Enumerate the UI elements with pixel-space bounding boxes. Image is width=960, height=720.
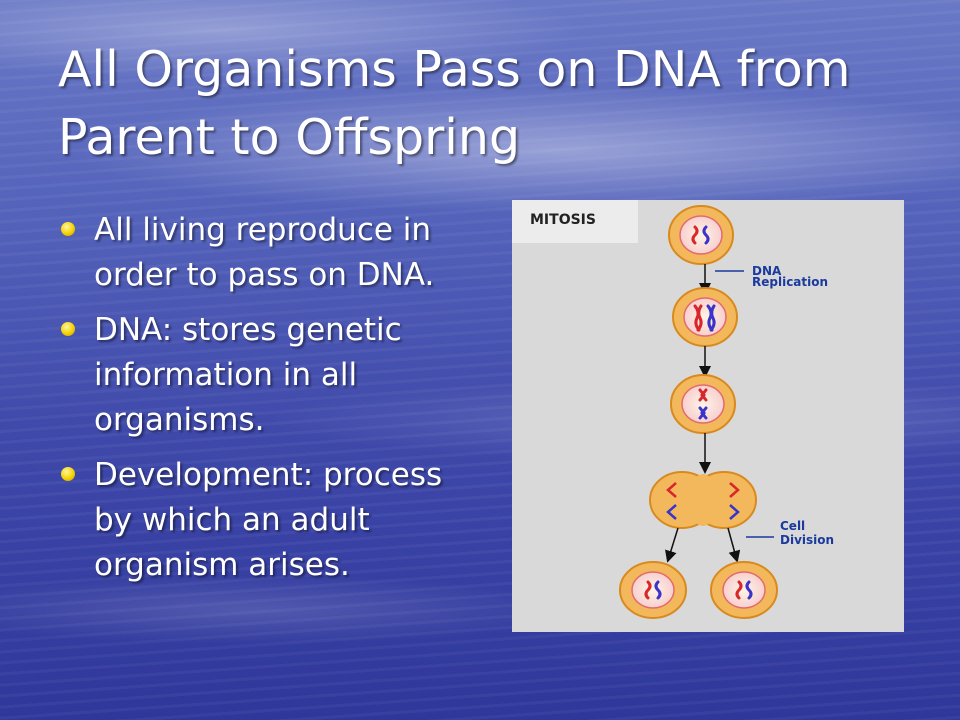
bullet-text: DNA: stores genetic information in all o… (94, 312, 402, 438)
arrow-right-daughter (727, 527, 741, 563)
chromosome-blue (702, 225, 710, 245)
title-line-1: All Organisms Pass on DNA from (58, 41, 851, 98)
annotation-cell: Cell (780, 519, 805, 533)
bullet-dot-icon (61, 322, 75, 336)
bullet-item: All living reproduce in order to pass on… (58, 208, 478, 298)
cell-metaphase (670, 374, 736, 434)
bullet-list: All living reproduce in order to pass on… (58, 208, 478, 598)
arrow-left-daughter (665, 527, 679, 563)
bullet-text: All living reproduce in order to pass on… (94, 212, 435, 293)
chromosome-red (691, 225, 699, 245)
figure-label: MITOSIS (512, 200, 638, 243)
bullet-item: DNA: stores genetic information in all o… (58, 308, 478, 443)
annotation-division: Division (780, 533, 834, 547)
slide-title: All Organisms Pass on DNA from Parent to… (58, 36, 938, 172)
mitosis-diagram: MITOSIS DNA Replication (512, 200, 904, 632)
cell-replicated (672, 287, 738, 347)
daughter-cell-right (710, 561, 778, 619)
annotation-replication: Replication (752, 275, 828, 289)
bullet-item: Development: process by which an adult o… (58, 453, 478, 588)
bullet-dot-icon (61, 222, 75, 236)
bullet-text: Development: process by which an adult o… (94, 457, 443, 583)
bullet-dot-icon (61, 467, 75, 481)
title-line-2: Parent to Offspring (58, 109, 521, 166)
annotation-dna: DNA (752, 264, 782, 278)
daughter-cell-left (619, 561, 687, 619)
cell-parent (668, 205, 734, 265)
mitosis-diagram-svg: DNA Replication (619, 205, 834, 619)
cell-dividing (649, 471, 757, 529)
